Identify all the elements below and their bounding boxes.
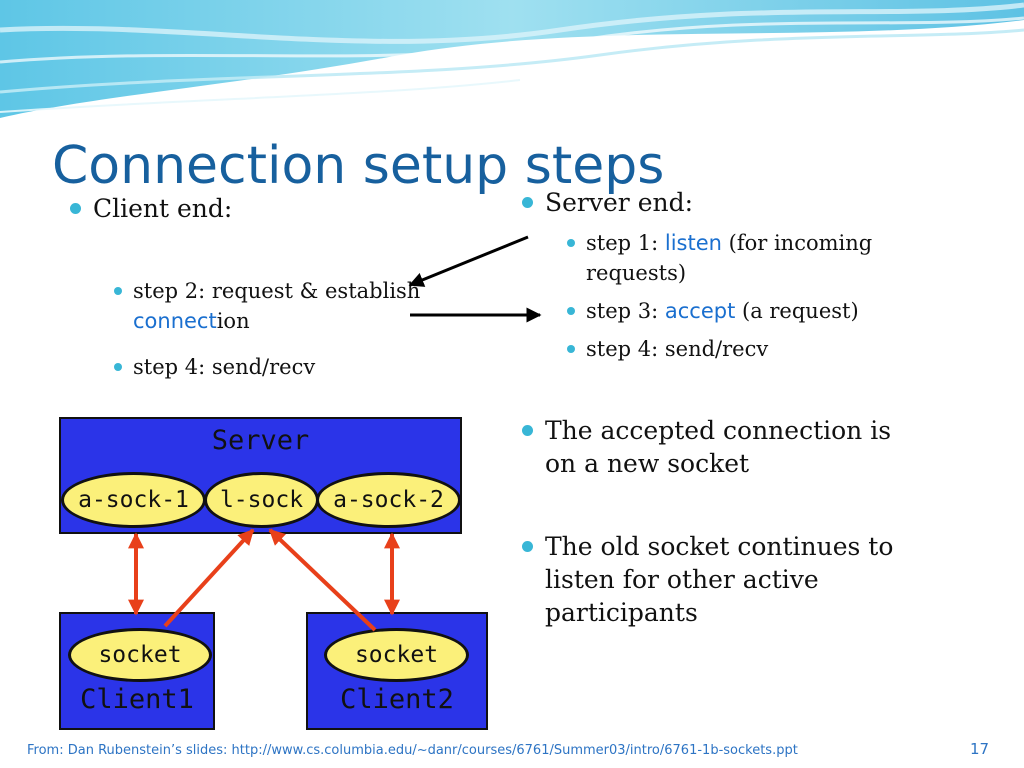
bullet-dot bbox=[567, 239, 575, 247]
bullet-dot bbox=[70, 203, 81, 214]
source-footer: From: Dan Rubenstein’s slides: http://ww… bbox=[27, 743, 798, 758]
slide-title: Connection setup steps bbox=[52, 136, 665, 196]
a-sock-2-oval: a-sock-2 bbox=[316, 472, 461, 528]
client-step2-text: step 2: request & establish bbox=[133, 279, 421, 303]
connect-keyword: connect bbox=[133, 309, 217, 333]
server-step3-item: step 3: accept (a request) bbox=[567, 296, 859, 326]
server-label: Server bbox=[211, 425, 310, 456]
client2-label: Client2 bbox=[340, 684, 454, 715]
server-step1-item: step 1: listen (for incoming requests) bbox=[567, 228, 872, 288]
a-sock-1-oval: a-sock-1 bbox=[61, 472, 206, 528]
client1-label: Client1 bbox=[80, 684, 194, 715]
bullet-dot bbox=[567, 345, 575, 353]
old-socket-note: The old socket continues to listen for o… bbox=[522, 530, 893, 629]
listen-to-connect-arrow bbox=[408, 235, 529, 287]
bullet-dot bbox=[522, 541, 533, 552]
server-step4-item: step 4: send/recv bbox=[567, 334, 768, 364]
client2-socket-oval: socket bbox=[324, 628, 469, 682]
accept-keyword: accept bbox=[664, 299, 736, 323]
bullet-dot bbox=[114, 363, 122, 371]
bullet-dot bbox=[114, 287, 122, 295]
client-end-heading: Client end: bbox=[70, 192, 232, 225]
client-step2-item: step 2: request & establish connection bbox=[114, 276, 421, 336]
server-end-heading: Server end: bbox=[522, 186, 693, 219]
client1-socket-oval: socket bbox=[68, 628, 212, 682]
header-wave-decoration bbox=[0, 0, 1024, 118]
client-step4-item: step 4: send/recv bbox=[114, 352, 315, 382]
bullet-dot bbox=[522, 425, 533, 436]
bullet-dot bbox=[567, 307, 575, 315]
accepted-connection-note: The accepted connection is on a new sock… bbox=[522, 414, 891, 480]
l-sock-oval: l-sock bbox=[204, 472, 319, 528]
bullet-dot bbox=[522, 197, 533, 208]
listen-keyword: listen bbox=[664, 231, 722, 255]
page-number: 17 bbox=[970, 740, 990, 758]
